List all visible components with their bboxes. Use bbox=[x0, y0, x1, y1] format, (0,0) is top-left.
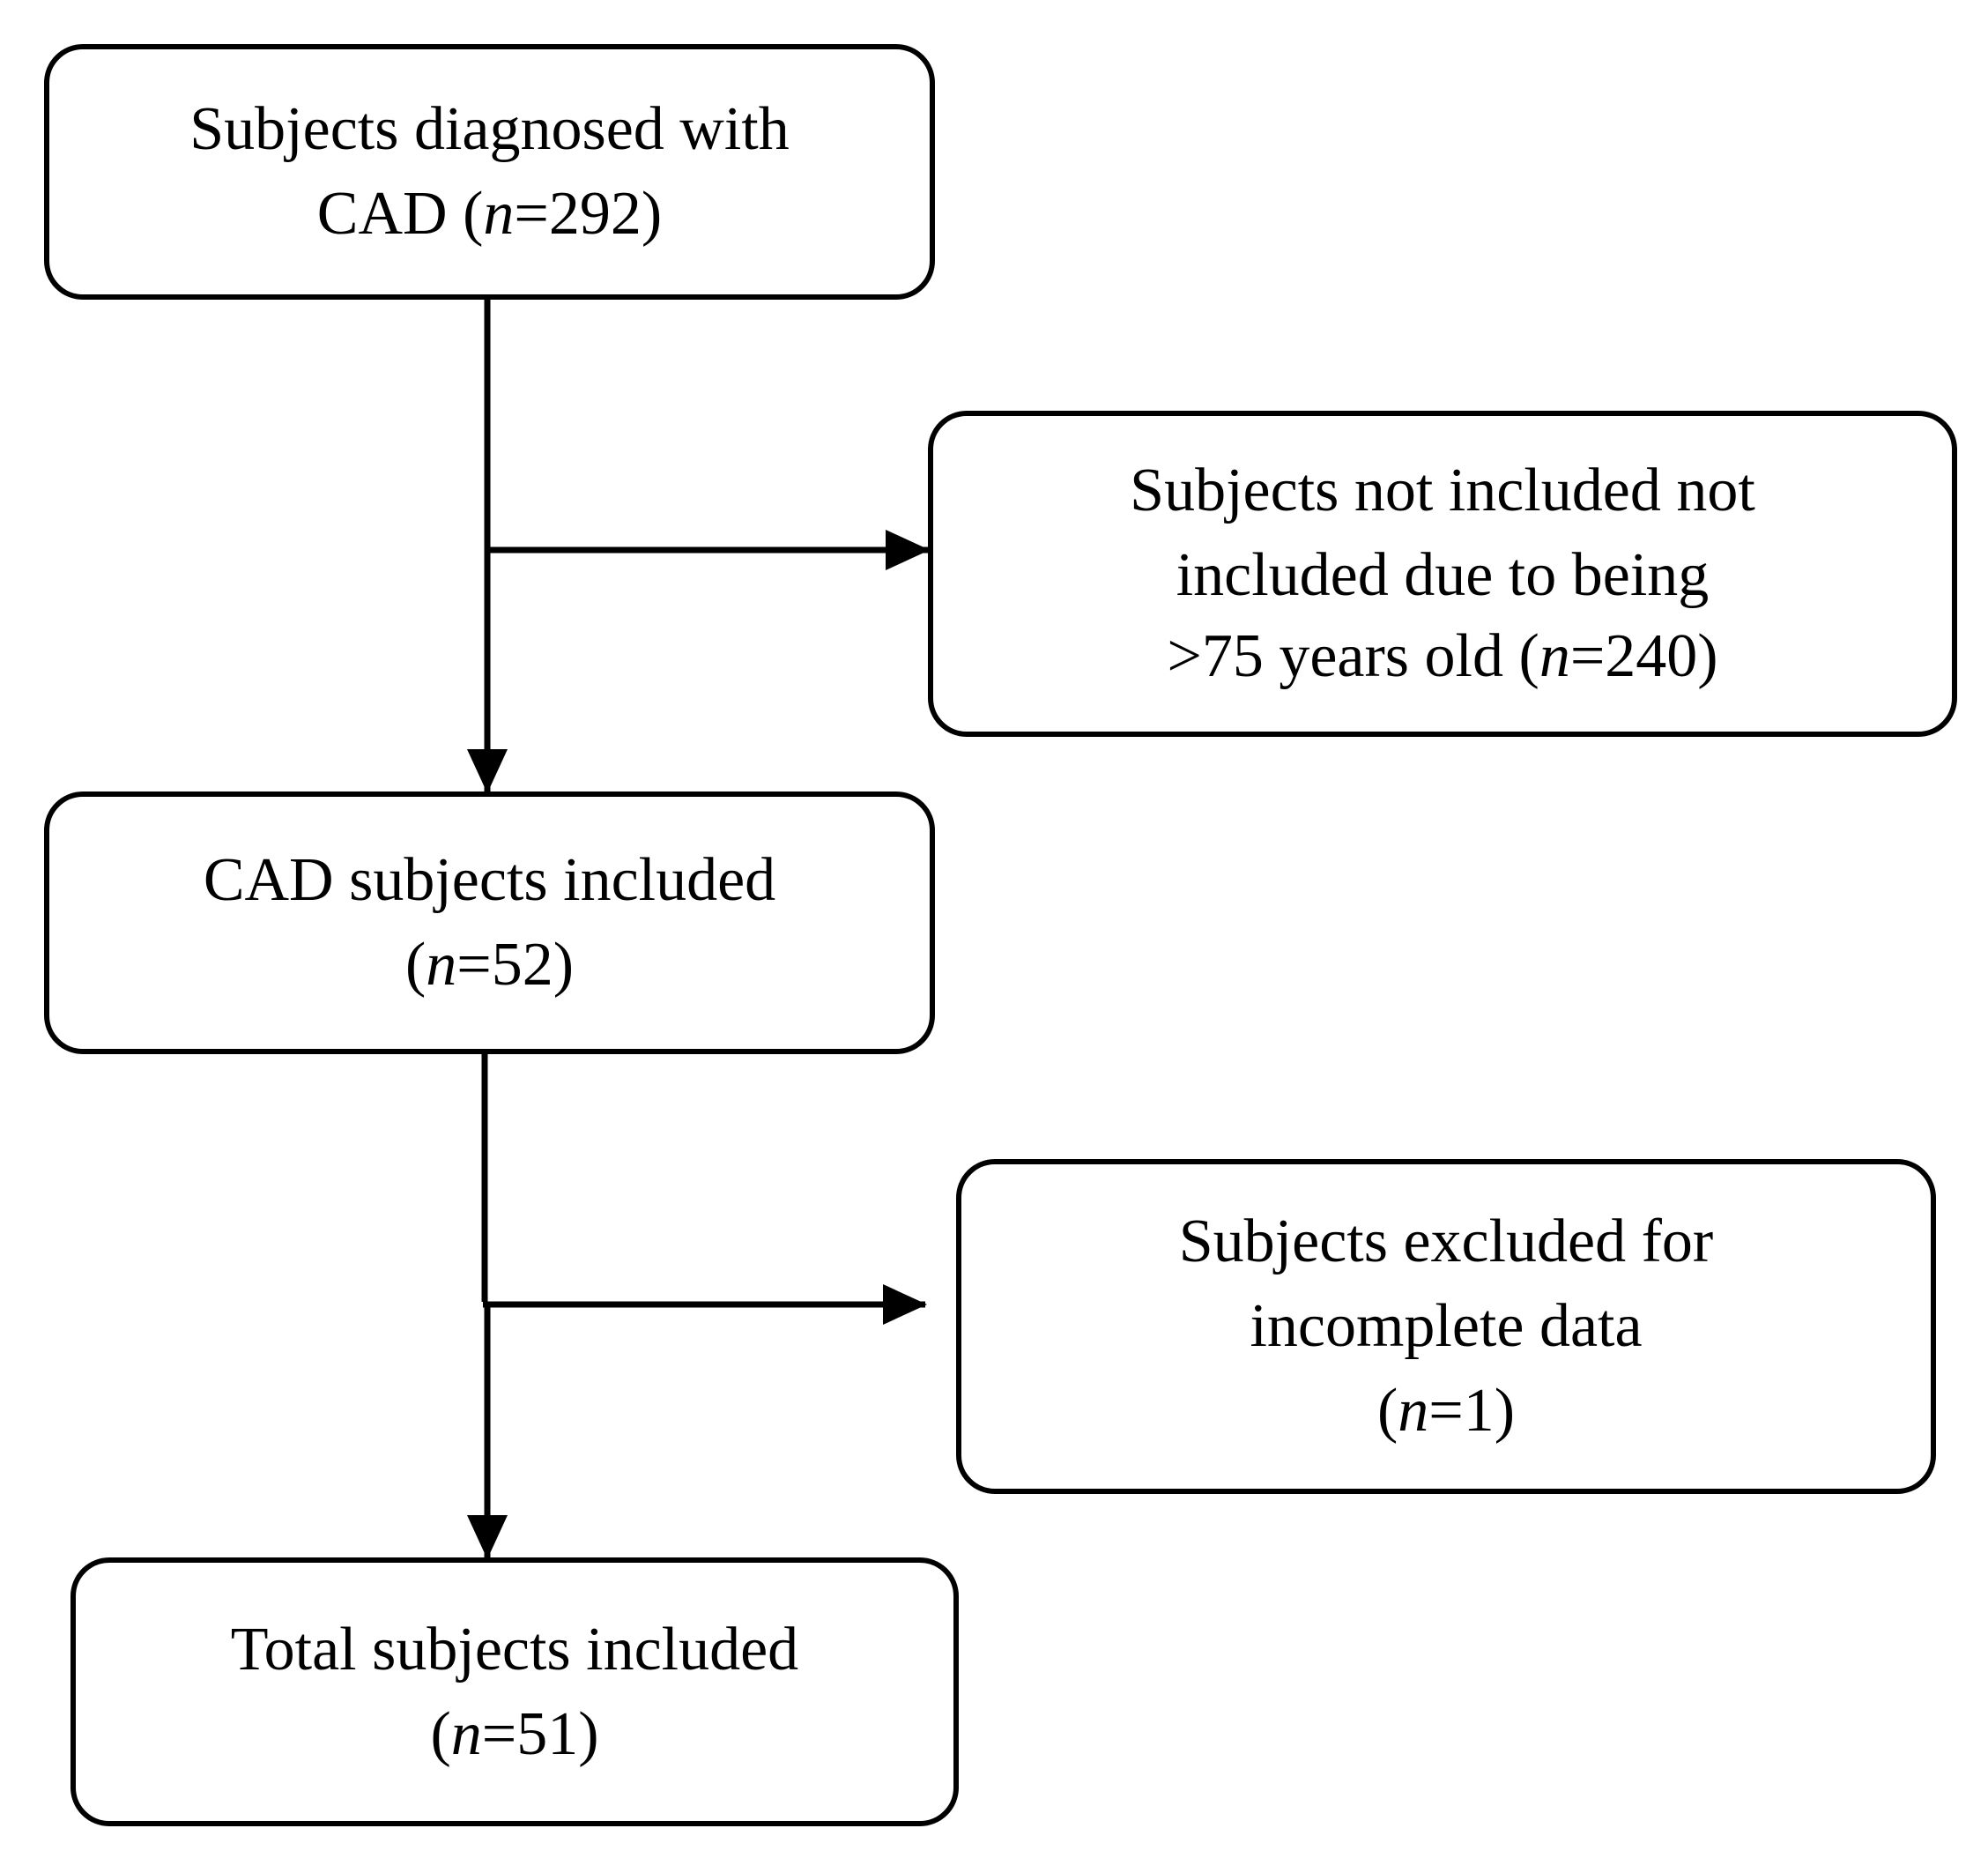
box-not-included: Subjects not included not included due t… bbox=[928, 411, 1957, 737]
n-symbol: n bbox=[450, 1699, 482, 1768]
box-total-included: Total subjects included (n=51) bbox=[70, 1557, 959, 1826]
box-text-line: Total subjects included bbox=[230, 1615, 799, 1683]
count-value: =1) bbox=[1428, 1377, 1516, 1445]
count-value: =51) bbox=[481, 1699, 599, 1768]
box-text-line: (n=51) bbox=[430, 1692, 598, 1777]
n-symbol: n bbox=[426, 931, 457, 999]
box-text-line: CAD (n=292) bbox=[317, 172, 662, 256]
count-prefix: ( bbox=[430, 1699, 451, 1768]
box-text-line: included due to being bbox=[1176, 541, 1710, 609]
box-cad-diagnosed: Subjects diagnosed with CAD (n=292) bbox=[44, 44, 935, 300]
box-cad-included: CAD subjects included (n=52) bbox=[44, 792, 935, 1054]
count-value: =240) bbox=[1569, 622, 1718, 690]
count-prefix: >75 years old ( bbox=[1167, 622, 1539, 690]
count-prefix: ( bbox=[404, 931, 427, 999]
box-text-line: >75 years old (n=240) bbox=[1167, 614, 1717, 699]
count-value: =52) bbox=[456, 931, 575, 999]
box-text-line: Subjects excluded for bbox=[1178, 1208, 1714, 1275]
n-symbol: n bbox=[1539, 622, 1570, 690]
count-prefix: ( bbox=[1376, 1377, 1398, 1445]
n-symbol: n bbox=[483, 180, 515, 248]
box-text-line: Subjects not included not bbox=[1130, 457, 1755, 524]
box-text-line: (n=1) bbox=[1377, 1369, 1515, 1453]
box-text-line: CAD subjects included bbox=[203, 846, 776, 914]
n-symbol: n bbox=[1398, 1377, 1429, 1445]
box-text-line: incomplete data bbox=[1250, 1292, 1643, 1360]
count-prefix: CAD ( bbox=[316, 180, 484, 248]
box-excluded: Subjects excluded for incomplete data (n… bbox=[956, 1159, 1936, 1494]
count-value: =292) bbox=[514, 180, 663, 248]
box-text-line: (n=52) bbox=[405, 923, 574, 1007]
box-text-line: Subjects diagnosed with bbox=[189, 95, 790, 163]
